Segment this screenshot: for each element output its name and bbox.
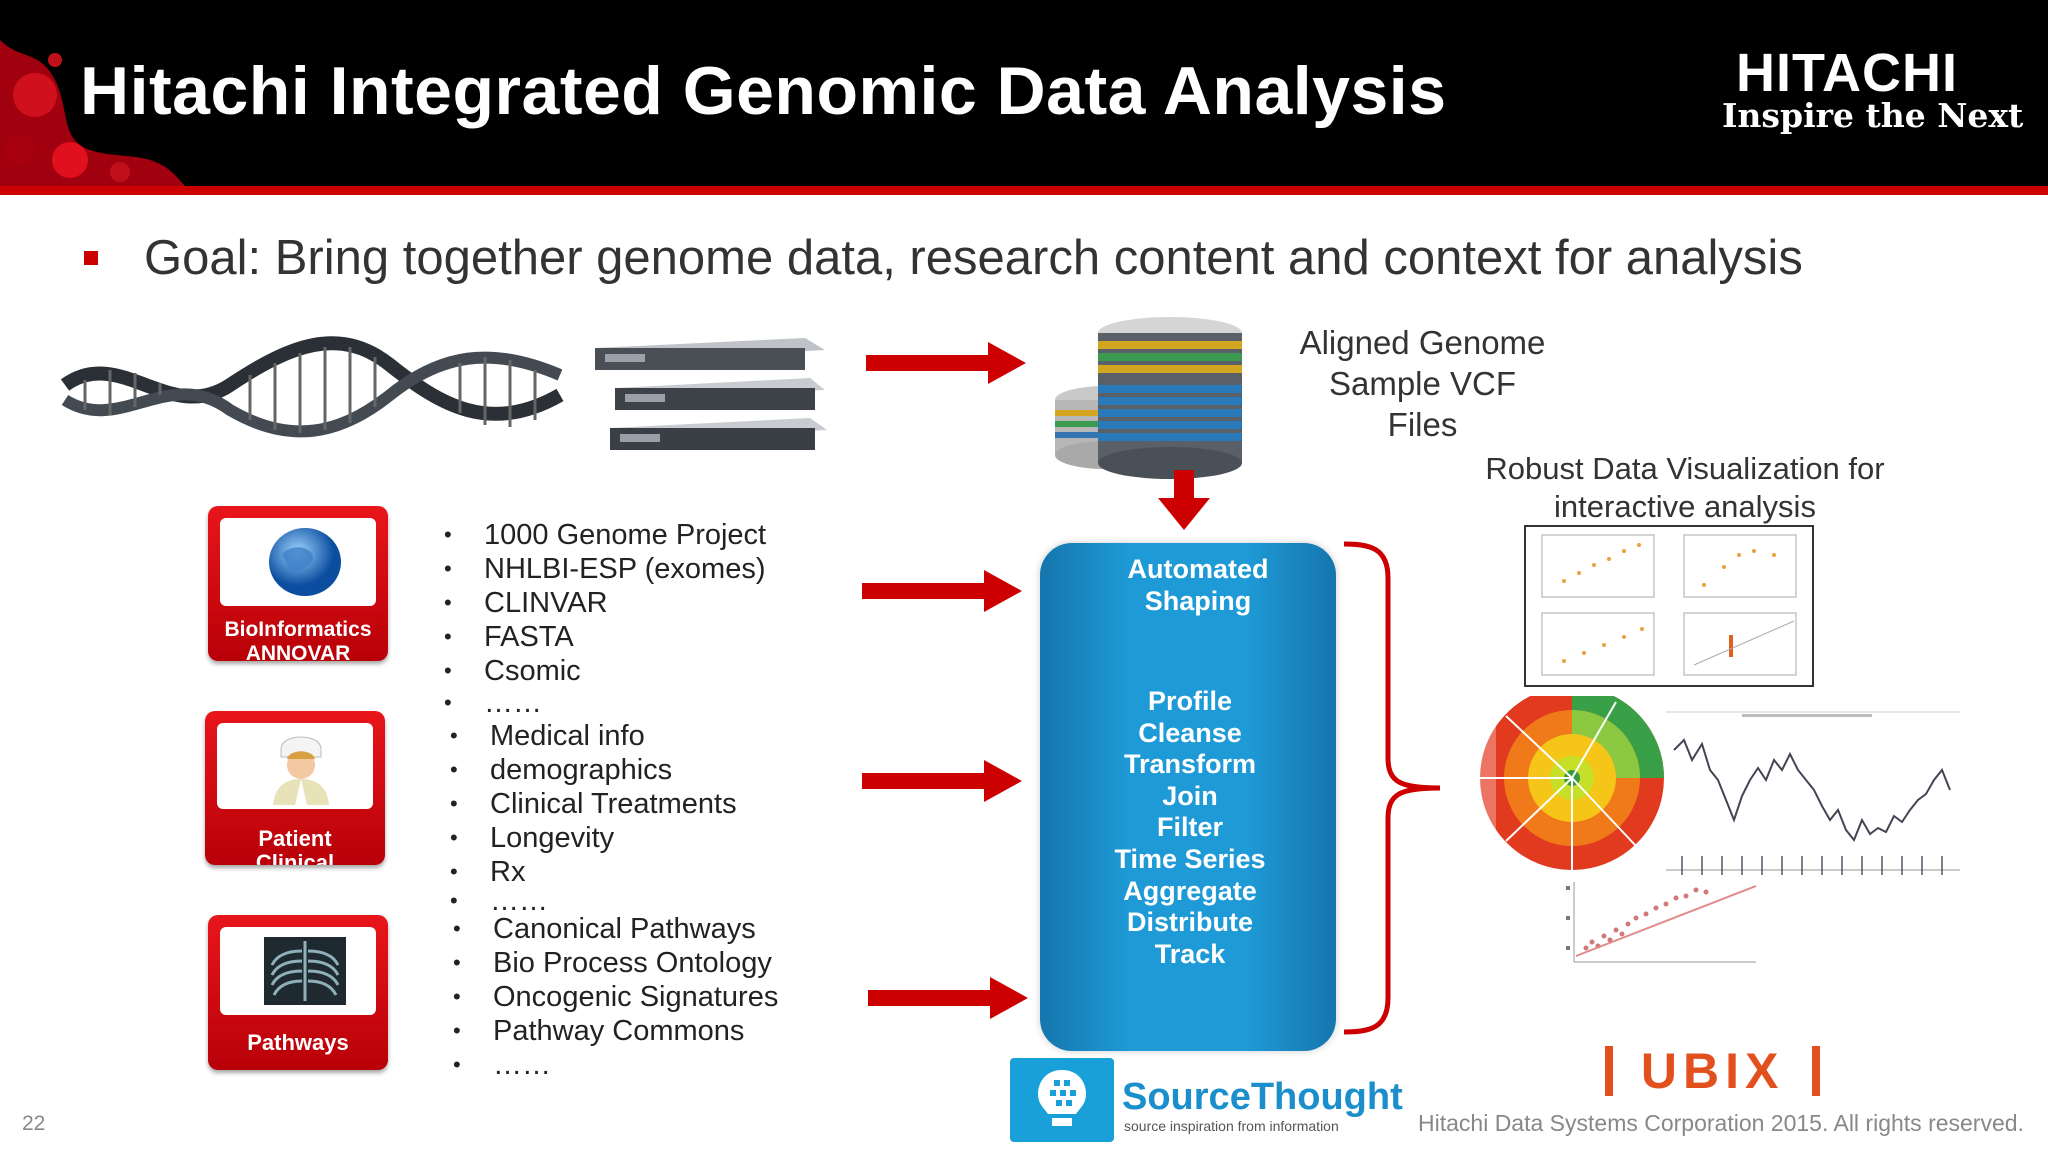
step-item: Join [1162,780,1218,811]
list-item: Oncogenic Signatures [453,980,778,1014]
nurse-icon [273,736,329,805]
hitachi-logo: HITACHI [1736,43,1958,103]
red-paint-splash [0,40,185,186]
copyright-notice: Hitachi Data Systems Corporation 2015. A… [1418,1110,2024,1136]
list-item: Longevity [450,821,737,855]
pathways-tile: Pathways [208,915,388,1070]
right-arrow [862,760,1022,802]
step-item: Transform [1123,749,1257,780]
shaping-steps: Profile Cleanse Transform Join Filter Ti… [1030,686,1350,970]
automated-shaping-title: Automated Shaping [1127,554,1269,616]
step-item: Aggregate [1123,875,1257,906]
candlestick-chart-image [1666,711,1960,876]
goal-text: Goal: Bring together genome data, resear… [144,231,1803,285]
list-item: Pathway Commons [453,1014,778,1048]
header-divider [0,186,2048,195]
step-item: Profile [1147,686,1233,716]
sourcethought-tagline: source inspiration from information [1124,1118,1339,1134]
right-arrow [862,570,1022,612]
header-bar [0,0,2048,186]
aligned-genome-caption: Aligned Genome Sample VCF Files [1299,324,1546,443]
server-stack-image [595,338,827,450]
robust-viz-caption: Robust Data Visualization for interactiv… [1485,451,1885,524]
list-item: Clinical Treatments [450,787,737,821]
patient-info-list: Medical info demographics Clinical Treat… [450,719,737,916]
list-item: …… [444,688,766,718]
list-item: demographics [450,753,737,787]
list-item: NHLBI-ESP (exomes) [444,552,766,586]
step-item: Distribute [1126,907,1253,938]
hitachi-tagline: Inspire the Next [1722,96,2024,135]
right-arrow [866,342,1026,384]
step-item: Filter [1156,812,1223,843]
bioinformatics-label: BioInformatics [224,618,372,641]
patient-label: Patient [258,826,332,851]
list-item: FASTA [444,620,766,654]
page-number: 22 [22,1112,46,1135]
slide-title: Hitachi Integrated Genomic Data Analysis [80,53,1447,129]
list-item: Csomic [444,654,766,688]
database-stack-image [1055,317,1242,479]
list-item: Medical info [450,719,737,753]
right-curly-brace [1343,541,1441,1035]
xray-icon [264,937,346,1005]
automated-shaping-box [1040,543,1336,1051]
sourcethought-logo: SourceThought source inspiration from in… [1010,1058,1410,1142]
list-item: Bio Process Ontology [453,946,778,980]
dna-helix-image [60,336,564,438]
list-item: …… [453,1048,778,1082]
annovar-label: ANNOVAR [245,642,351,661]
bioinformatics-tile: BioInformatics ANNOVAR [208,506,388,661]
pathway-sources-list: Canonical Pathways Bio Process Ontology … [453,912,778,1082]
right-arrow [868,977,1028,1019]
list-item: Canonical Pathways [453,912,778,946]
step-item: Cleanse [1138,717,1242,748]
clinical-label: Clinical [255,850,335,866]
list-item: Rx [450,855,737,889]
genome-sources-list: 1000 Genome Project NHLBI-ESP (exomes) C… [444,518,766,718]
scatter-plot-image [1556,876,1766,976]
scatter-matrix-image [1524,525,1814,687]
step-item: Time Series [1114,843,1266,874]
goal-bullet [84,251,98,265]
list-item: 1000 Genome Project [444,518,766,552]
patient-tile: Patient Clinical [205,711,385,865]
down-arrow [1158,470,1210,530]
list-item: CLINVAR [444,586,766,620]
sunburst-chart-image [1466,696,1664,881]
step-item: Track [1154,938,1226,969]
lightbulb-icon [1010,1058,1114,1142]
sourcethought-name: SourceThought [1122,1076,1403,1118]
list-item: …… [450,887,737,916]
globe-icon [269,528,341,596]
ubix-logo: UBIX [1605,1038,1821,1100]
pathways-label: Pathways [247,1030,349,1055]
